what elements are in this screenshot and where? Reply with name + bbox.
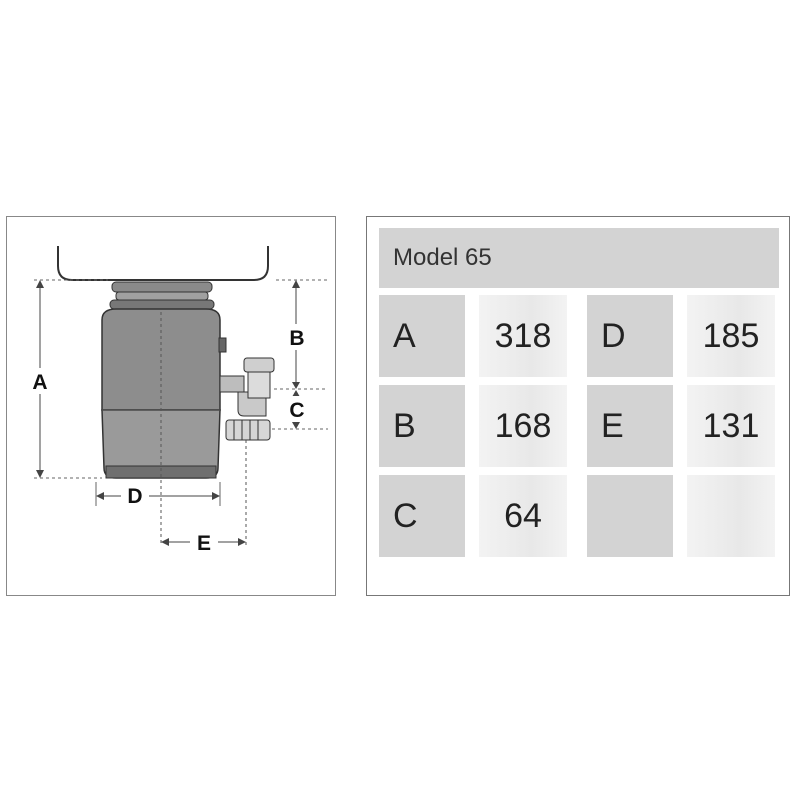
- dim-a-label-bg: [26, 368, 54, 394]
- dim-d-label-bg: [121, 484, 149, 508]
- dim-b-label-bg: [284, 324, 310, 350]
- dim-c-label: C: [289, 399, 304, 422]
- model-title: Model 65: [379, 228, 779, 288]
- row-c-key: C: [379, 475, 465, 557]
- dim-a-arrow-bottom: [36, 470, 44, 478]
- row-d-value: 185: [687, 295, 775, 377]
- dim-c-arrow-top: [292, 390, 300, 397]
- dim-d-arrow-left: [96, 492, 104, 500]
- spec-table: Model 65 A 318 D 185 B 168 E 131 C 64: [366, 216, 790, 596]
- row-c-value: 64: [479, 475, 567, 557]
- dim-b-arrow-top: [292, 280, 300, 288]
- dim-a-arrow-top: [36, 280, 44, 288]
- dim-e-arrow-left: [161, 538, 169, 546]
- row-a-key: A: [379, 295, 465, 377]
- row-e-value: 131: [687, 385, 775, 467]
- row-b-value: 168: [479, 385, 567, 467]
- outlet-nut-bottom: [225, 419, 271, 441]
- disposer-base: [105, 465, 217, 479]
- dimension-diagram: A B C D E: [6, 216, 336, 596]
- row-e-key: E: [587, 385, 673, 467]
- row-d-key: D: [587, 295, 673, 377]
- dim-c-label-bg: [284, 396, 310, 422]
- row-b-key: B: [379, 385, 465, 467]
- side-nub: [218, 337, 227, 353]
- mounting-ring-bottom: [109, 299, 215, 310]
- outlet-pipe-upper: [247, 371, 271, 399]
- dim-c-arrow-bottom: [292, 422, 300, 429]
- dim-b-arrow-bottom: [292, 382, 300, 389]
- dim-e-arrow-right: [238, 538, 246, 546]
- disposer-drawing: A B C D E: [6, 216, 336, 596]
- dim-b-label: B: [289, 327, 304, 350]
- empty-key-cell: [587, 475, 673, 557]
- empty-value-cell: [687, 475, 775, 557]
- row-a-value: 318: [479, 295, 567, 377]
- disposer-upper-body: [101, 308, 221, 411]
- dim-d-arrow-right: [212, 492, 220, 500]
- outlet-elbow: [219, 375, 245, 393]
- dim-e-label-bg: [190, 530, 218, 554]
- sink-outline: [57, 246, 269, 281]
- dim-a-label: A: [32, 371, 47, 394]
- outlet-nut-top: [243, 357, 275, 373]
- mounting-ring-middle: [115, 291, 209, 301]
- dim-d-label: D: [127, 485, 142, 508]
- dim-e-label: E: [197, 532, 211, 555]
- mounting-ring-top: [111, 281, 213, 293]
- outlet-bend: [237, 391, 267, 417]
